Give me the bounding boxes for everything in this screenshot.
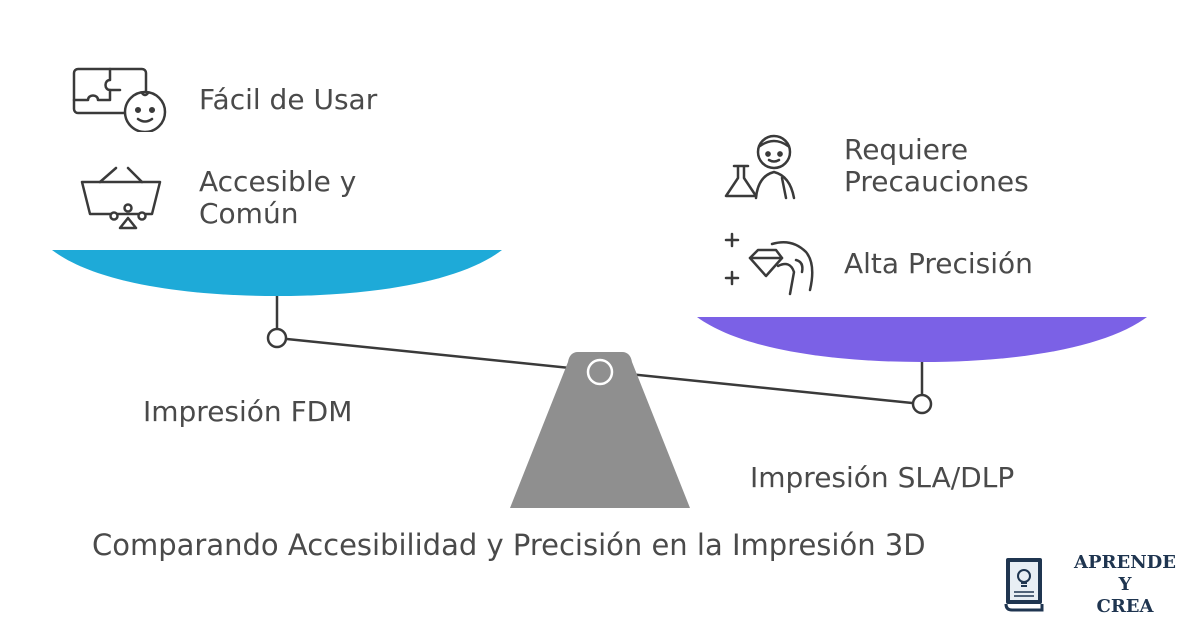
right-pan xyxy=(697,317,1147,362)
logo-text: APRENDE Y CREA xyxy=(1066,552,1184,618)
logo-line1: APRENDE xyxy=(1074,552,1176,573)
logo-line2: Y xyxy=(1118,574,1132,595)
feature-precautions-line2: Precauciones xyxy=(844,165,1029,198)
feature-easy-to-use: Fácil de Usar xyxy=(199,83,378,116)
left-side-name: Impresión FDM xyxy=(143,395,353,428)
feature-accessible-line1: Accesible y xyxy=(199,165,357,198)
diagram-title: Comparando Accesibilidad y Precisión en … xyxy=(92,528,926,562)
right-side-name: Impresión SLA/DLP xyxy=(750,461,1015,494)
basket-paw-icon xyxy=(72,166,172,232)
puzzle-baby-icon xyxy=(72,66,172,132)
fulcrum-pivot xyxy=(586,358,614,386)
feature-high-precision: Alta Precisión xyxy=(844,247,1033,280)
fulcrum xyxy=(510,352,690,508)
feature-requires-precautions: Requiere Precauciones xyxy=(844,134,1029,198)
feature-precautions-line1: Requiere xyxy=(844,133,969,166)
diamond-hand-icon xyxy=(720,230,820,300)
feature-accessible-common: Accesible y Común xyxy=(199,166,356,230)
feature-accessible-line2: Común xyxy=(199,197,299,230)
left-pan xyxy=(52,250,502,296)
book-lightbulb-icon xyxy=(1002,556,1046,616)
right-pan-joint xyxy=(911,393,933,415)
left-pan-joint xyxy=(266,327,288,349)
scientist-flask-icon xyxy=(720,132,820,202)
logo-line3: CREA xyxy=(1096,596,1154,617)
logo: APRENDE Y CREA xyxy=(1000,552,1190,622)
